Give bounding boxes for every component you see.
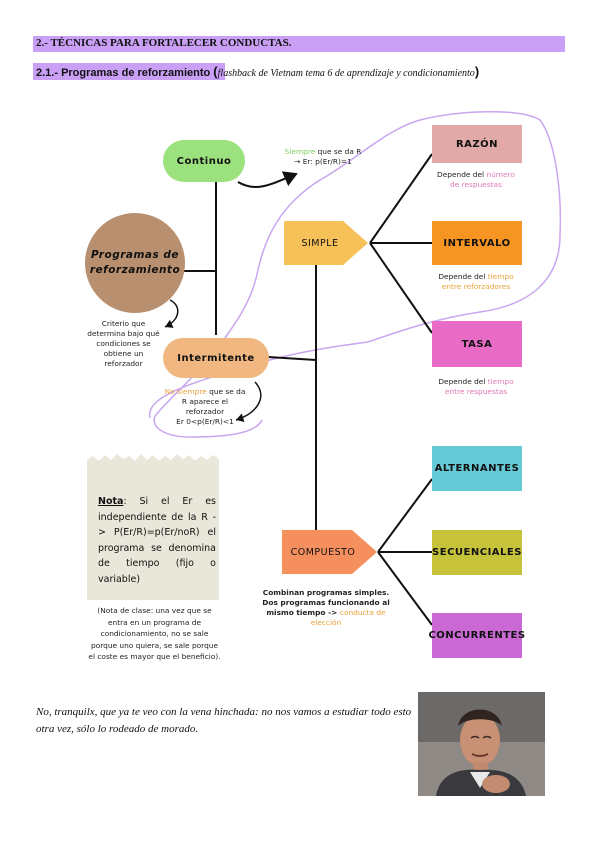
section-heading-highlight [33,36,565,52]
compuesto-node: COMPUESTO [282,530,364,574]
simple-node: SIMPLE [284,221,356,265]
center-label: Programas de reforzamiento [89,249,181,276]
simple-label: SIMPLE [301,237,339,249]
center-node: Programas de reforzamiento [85,213,185,313]
compuesto-shape [282,530,377,574]
razon-box: RAZÓN [432,125,522,163]
intervalo-desc: Depende del tiempo entre reforzadores [426,272,526,292]
subheading-label: 2.1.- Programas de reforzamiento [36,67,211,79]
note-text: Nota: Si el Er es independiente de la R … [98,494,216,587]
intervalo-desc-prefix: Depende del [438,272,488,281]
tasa-label: TASA [461,338,493,350]
concurrentes-box: CONCURRENTES [428,613,525,658]
subheading-highlight [33,63,225,80]
compuesto-note-highlight: conducta de [339,608,386,617]
tasa-desc-prefix: Depende del [438,377,488,386]
subheading-paren-open: ( [213,64,218,79]
criterion-note: Criterio que determina bajo qué condicio… [86,319,161,369]
razon-desc-prefix: Depende del [437,170,487,179]
class-note: (Nota de clase: una vez que se entra en … [87,605,222,663]
man-grimacing-photo [418,692,545,796]
continuo-label: Continuo [176,155,232,167]
compuesto-note-line3: mismo tiempo -> [266,608,340,617]
intermitente-note-formula: Er 0<p(Er/R)<1 [176,417,234,426]
intermitente-note-line3: reforzador [185,407,225,416]
criterion-text: Criterio que determina bajo qué condicio… [87,319,160,368]
intervalo-desc-highlight: tiempo [487,272,514,281]
intermitente-node: Intermitente [163,338,269,378]
intervalo-desc-line2: entre reforzadores [441,282,511,291]
intervalo-box: INTERVALO [432,221,522,265]
tasa-desc: Depende del tiempo entre respuestas [426,377,526,397]
subheading-paren-close: ) [474,64,480,79]
compuesto-note-highlight-2: elección [310,618,342,627]
note-body: : Si el Er es independiente de la R -> P… [98,496,216,585]
class-note-text: (Nota de clase: una vez que se entra en … [88,606,221,661]
tasa-box: TASA [432,321,522,367]
photo-illustration [418,692,545,796]
continuo-note-highlight: Siempre [284,147,316,156]
continuo-note: Siempre que se da R → Er: p(Er/R)=1 [272,147,374,167]
intervalo-label: INTERVALO [443,237,511,249]
compuesto-label: COMPUESTO [290,546,356,558]
razon-desc-highlight: número [486,170,515,179]
alternantes-box: ALTERNANTES [432,446,522,491]
footer-text: No, tranquilx, que ya te veo con la vena… [36,706,412,735]
simple-shape [284,221,368,265]
continuo-node: Continuo [163,140,245,182]
purple-lasso [149,111,562,438]
intermitente-note-rest: que se da [206,387,246,396]
continuo-note-formula: → Er: p(Er/R)=1 [294,157,352,166]
subheading: 2.1.- Programas de reforzamiento (flashb… [36,64,479,79]
secuenciales-box: SECUENCIALES [432,530,522,575]
section-heading: 2.- TÉCNICAS PARA FORTALECER CONDUCTAS. [36,37,292,49]
tasa-desc-highlight: tiempo [487,377,514,386]
razon-desc: Depende del número de respuestas [426,170,526,190]
razon-label: RAZÓN [455,138,499,150]
razon-desc-line2: de respuestas [450,180,502,189]
continuo-note-rest: que se da R [315,147,362,156]
secuenciales-label: SECUENCIALES [432,547,522,558]
intermitente-note-highlight: No siempre [164,387,207,396]
compuesto-note-line2: Dos programas funcionando al [262,598,390,607]
alternantes-label: ALTERNANTES [434,463,520,474]
intermitente-note: No siempre que se da R aparece el reforz… [155,387,255,427]
compuesto-note-line1: Combinan programas simples. [262,588,390,597]
compuesto-note: Combinan programas simples. Dos programa… [262,588,390,628]
note-title: Nota [98,496,124,507]
intermitente-label: Intermitente [177,352,255,364]
concurrentes-label: CONCURRENTES [428,630,526,641]
tasa-desc-line2: entre respuestas [444,387,508,396]
subheading-italic: flashback de Vietnam tema 6 de aprendiza… [217,68,475,79]
note-paper [87,460,219,600]
intermitente-note-line2: R aparece el [181,397,229,406]
